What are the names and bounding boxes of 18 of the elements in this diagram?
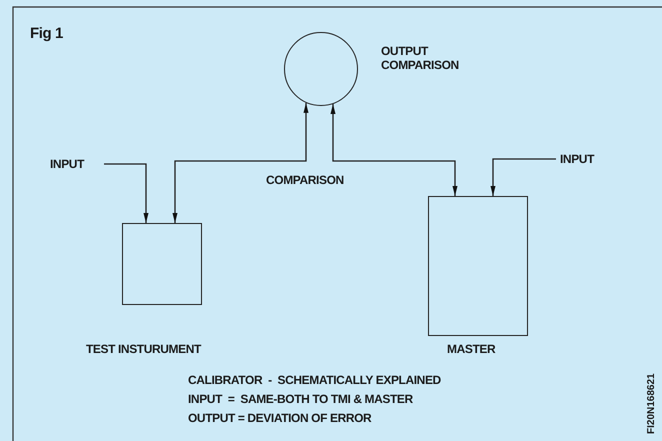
arrow bbox=[330, 104, 458, 196]
comparison-label: COMPARISON bbox=[266, 173, 344, 187]
note: INPUT = SAME-BOTH TO TMI & MASTER bbox=[188, 392, 413, 406]
arrow bbox=[172, 102, 308, 223]
node-caption: TEST INSTURUMENT bbox=[86, 342, 202, 356]
node-caption: OUTPUT COMPARISON bbox=[381, 44, 460, 72]
input-label: INPUT bbox=[560, 151, 610, 167]
note: OUTPUT = DEVIATION OF ERROR bbox=[188, 411, 372, 425]
instrument-box bbox=[122, 223, 202, 305]
note: CALIBRATOR - SCHEMATICALLY EXPLAINED bbox=[188, 373, 441, 387]
output-circle bbox=[284, 32, 358, 106]
arrow bbox=[104, 163, 148, 223]
instrument-box bbox=[428, 196, 528, 336]
node-caption: MASTER bbox=[447, 342, 496, 356]
figure-title: Fig 1 bbox=[30, 25, 64, 43]
input-label: INPUT bbox=[50, 156, 100, 172]
arrow bbox=[490, 158, 556, 196]
figure-code: FI20N168621 bbox=[645, 373, 658, 434]
